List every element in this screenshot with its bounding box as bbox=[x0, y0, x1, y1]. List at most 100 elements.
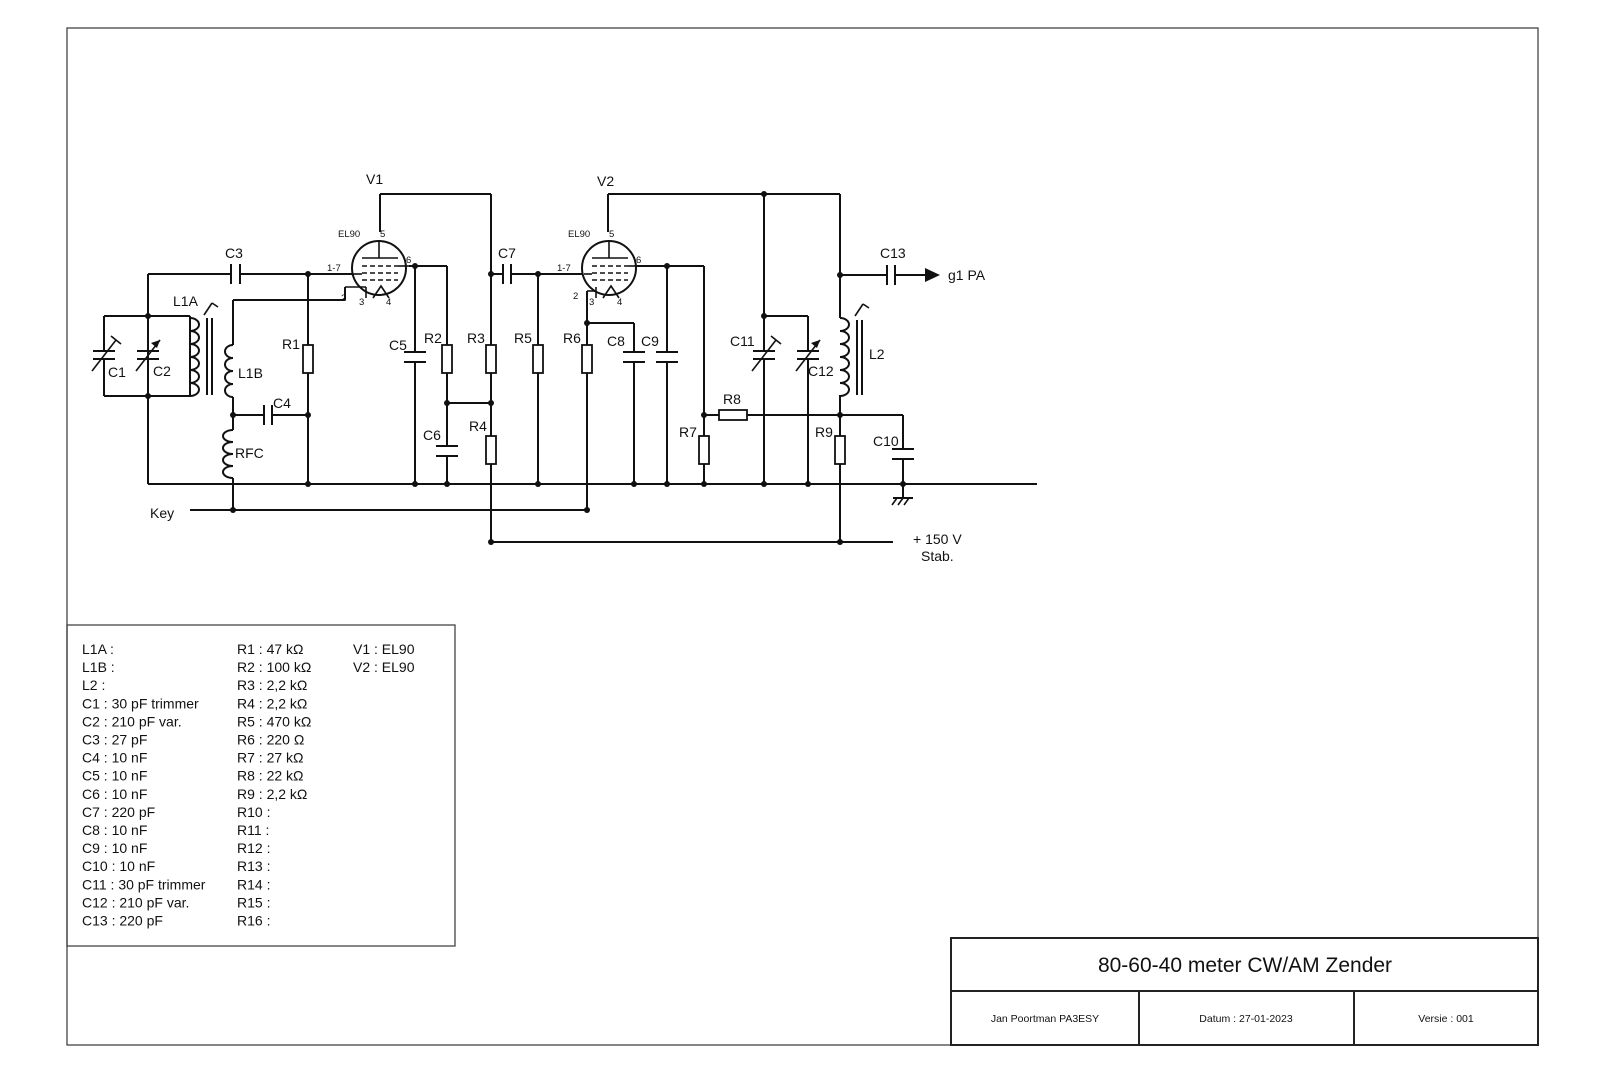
label-v1: V1 bbox=[366, 171, 383, 187]
v1-pin2: 2 bbox=[341, 293, 346, 304]
label-supply-note: Stab. bbox=[921, 548, 954, 564]
label-r3: R3 bbox=[467, 330, 485, 346]
label-r7: R7 bbox=[679, 424, 697, 440]
parts-list-column-2: R1 : 47 kΩ R2 : 100 kΩ R3 : 2,2 kΩ R4 : 2,2… bbox=[237, 641, 311, 929]
capacitor-c11 bbox=[751, 335, 782, 374]
parts-list-box bbox=[66, 624, 456, 947]
parts-list-entry: R6 : 220 Ω bbox=[237, 732, 304, 748]
parts-list-entry: C7 : 220 pF bbox=[82, 804, 155, 820]
label-c2: C2 bbox=[153, 363, 171, 379]
resistor-r2 bbox=[441, 344, 453, 374]
capacitor-c13 bbox=[886, 265, 896, 285]
drawing-date: Datum : 27-01-2023 bbox=[1199, 1013, 1293, 1025]
parts-list-column-3: V1 : EL90 V2 : EL90 bbox=[353, 641, 415, 675]
label-key: Key bbox=[150, 505, 174, 521]
drawing-frame bbox=[66, 27, 1539, 1046]
label-v2-type: EL90 bbox=[568, 229, 590, 240]
parts-list-entry: C8 : 10 nF bbox=[82, 822, 147, 838]
capacitors bbox=[91, 264, 914, 460]
ground-symbol bbox=[891, 497, 913, 506]
label-r4: R4 bbox=[469, 418, 487, 434]
component-labels: V1 V2 EL90 EL90 5 6 1-7 2 3 4 5 6 1-7 2 … bbox=[108, 171, 986, 564]
parts-list-entry: C4 : 10 nF bbox=[82, 750, 147, 766]
label-c7: C7 bbox=[498, 245, 516, 261]
label-r6: R6 bbox=[563, 330, 581, 346]
parts-list-entry: R2 : 100 kΩ bbox=[237, 659, 311, 675]
label-output: g1 PA bbox=[948, 267, 986, 283]
parts-list-entry: C5 : 10 nF bbox=[82, 768, 147, 784]
parts-list-entry: C9 : 10 nF bbox=[82, 840, 147, 856]
capacitor-c3 bbox=[230, 264, 241, 284]
label-c12: C12 bbox=[808, 363, 834, 379]
parts-list-entry: R4 : 2,2 kΩ bbox=[237, 695, 307, 711]
parts-list-entry: R1 : 47 kΩ bbox=[237, 641, 304, 657]
capacitor-c2 bbox=[135, 336, 161, 374]
inductor-l1b bbox=[224, 344, 234, 398]
v2-pin2: 2 bbox=[573, 291, 578, 302]
label-c1: C1 bbox=[108, 364, 126, 380]
label-c10: C10 bbox=[873, 433, 899, 449]
capacitor-c12 bbox=[795, 336, 821, 374]
label-r8: R8 bbox=[723, 391, 741, 407]
v2-pin5: 5 bbox=[609, 229, 614, 240]
drawing-author: Jan Poortman PA3ESY bbox=[991, 1013, 1099, 1025]
title-block: 80-60-40 meter CW/AM Zender Jan Poortman… bbox=[950, 937, 1539, 1046]
resistor-r7 bbox=[698, 435, 710, 465]
v2-pin4: 4 bbox=[617, 297, 622, 308]
label-r9: R9 bbox=[815, 424, 833, 440]
resistor-r1 bbox=[302, 344, 314, 374]
label-v2: V2 bbox=[597, 173, 614, 189]
parts-list-entry: R3 : 2,2 kΩ bbox=[237, 677, 307, 693]
label-r2: R2 bbox=[424, 330, 442, 346]
junctions bbox=[145, 191, 906, 545]
capacitor-c6 bbox=[436, 445, 458, 457]
v2-pin17: 1-7 bbox=[557, 263, 571, 274]
parts-list-entry: R9 : 2,2 kΩ bbox=[237, 786, 307, 802]
v2-pin6: 6 bbox=[636, 255, 641, 266]
tube-v1 bbox=[345, 240, 409, 299]
inductor-rfc bbox=[222, 429, 234, 479]
resistor-r5 bbox=[532, 344, 544, 374]
capacitor-c5 bbox=[404, 351, 426, 363]
v1-pin5: 5 bbox=[380, 229, 385, 240]
label-v1-type: EL90 bbox=[338, 229, 360, 240]
parts-list-entry: C10 : 10 nF bbox=[82, 858, 155, 874]
capacitor-c4 bbox=[263, 405, 273, 425]
v1-pin3: 3 bbox=[359, 297, 364, 308]
label-c6: C6 bbox=[423, 427, 441, 443]
parts-list-entry: C3 : 27 pF bbox=[82, 732, 147, 748]
capacitor-c8 bbox=[623, 351, 645, 363]
inductor-l1a bbox=[189, 317, 200, 397]
tube-v2 bbox=[581, 240, 637, 299]
parts-list-entry: R8 : 22 kΩ bbox=[237, 768, 304, 784]
label-c3: C3 bbox=[225, 245, 243, 261]
parts-list-entry: R16 : bbox=[237, 913, 270, 929]
resistor-r6 bbox=[581, 344, 593, 374]
label-c5: C5 bbox=[389, 337, 407, 353]
v2-pin3: 3 bbox=[589, 297, 594, 308]
label-r1: R1 bbox=[282, 336, 300, 352]
label-c9: C9 bbox=[641, 333, 659, 349]
label-l1a: L1A bbox=[173, 293, 199, 309]
label-c8: C8 bbox=[607, 333, 625, 349]
parts-list-entry: R12 : bbox=[237, 840, 270, 856]
parts-list-entry: C6 : 10 nF bbox=[82, 786, 147, 802]
parts-list-entry: V2 : EL90 bbox=[353, 659, 415, 675]
drawing-version: Versie : 001 bbox=[1418, 1013, 1474, 1025]
drawing-title: 80-60-40 meter CW/AM Zender bbox=[1098, 954, 1392, 977]
resistors bbox=[302, 344, 846, 465]
capacitor-c10 bbox=[892, 448, 914, 460]
parts-list-entry: C12 : 210 pF var. bbox=[82, 894, 189, 910]
label-l1b: L1B bbox=[238, 365, 263, 381]
v1-pin4: 4 bbox=[386, 297, 391, 308]
parts-list-entry: V1 : EL90 bbox=[353, 641, 415, 657]
parts-list-entry: R11 : bbox=[237, 822, 269, 838]
output-arrow-icon bbox=[925, 268, 940, 282]
parts-list-entry: C13 : 220 pF bbox=[82, 913, 163, 929]
parts-list-entry: R15 : bbox=[237, 894, 270, 910]
v1-pin6: 6 bbox=[406, 255, 411, 266]
label-rfc: RFC bbox=[235, 445, 264, 461]
label-c11: C11 bbox=[730, 333, 755, 349]
label-supply: + 150 V bbox=[913, 531, 962, 547]
parts-list-entry: R7 : 27 kΩ bbox=[237, 750, 304, 766]
